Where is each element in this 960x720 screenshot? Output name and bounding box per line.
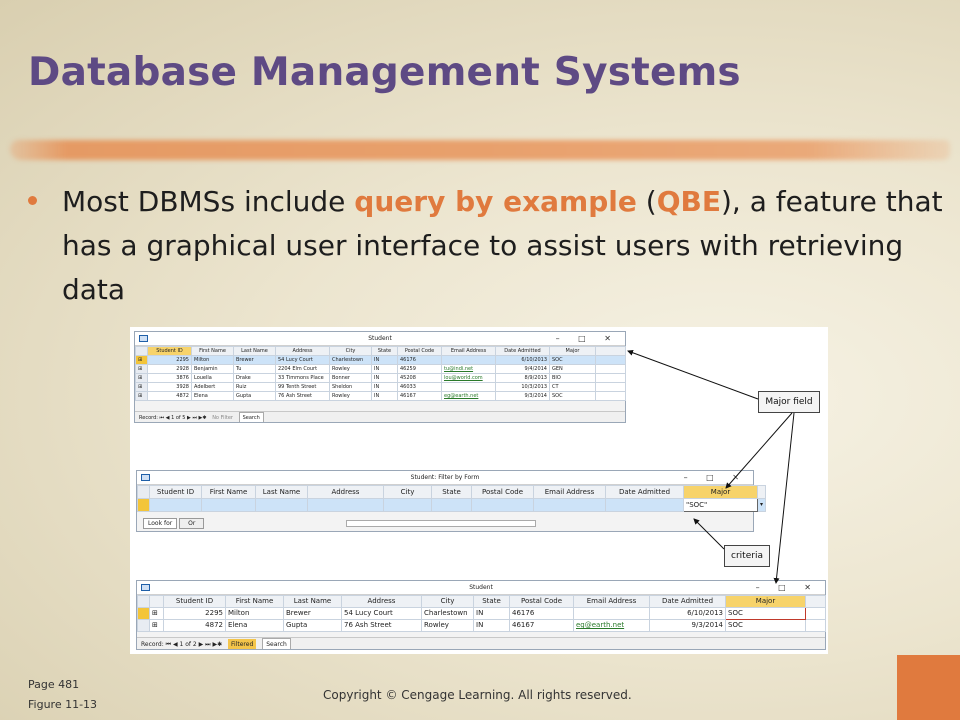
record-selector[interactable] <box>137 498 150 512</box>
cell[interactable]: 4872 <box>163 619 226 632</box>
column-header[interactable]: Last Name <box>283 595 342 608</box>
search-input[interactable]: Search <box>262 638 291 649</box>
window-title-bar: Student – □ ✕ <box>137 581 825 595</box>
table-icon <box>141 584 150 591</box>
copyright-notice: Copyright © Cengage Learning. All rights… <box>323 688 632 702</box>
criteria-cell[interactable] <box>471 498 534 512</box>
filtered-toggle-button[interactable]: Filtered <box>228 639 257 649</box>
column-header-major[interactable]: Major <box>725 595 806 608</box>
bullet-text: Most DBMSs include query by example (QBE… <box>62 180 952 312</box>
window-title-bar: Student: Filter by Form – □ ✕ <box>137 471 753 485</box>
corner-accent-block <box>897 655 960 720</box>
table-row[interactable]: ⊞ 4872 Elena Gupta 76 Ash Street Rowley … <box>135 391 626 401</box>
figure-reference: Figure 11-13 <box>28 698 98 711</box>
record-navigator[interactable]: Record: ⏮ ◀ 1 of 2 ▶ ⏭ ▶✱ <box>141 641 223 648</box>
highlight-qbe: QBE <box>656 185 721 218</box>
scrollbar-cell[interactable] <box>595 391 626 401</box>
criteria-cell[interactable] <box>255 498 308 512</box>
bullet-dot-icon <box>28 196 37 205</box>
header-row: Student ID First Name Last Name Address … <box>137 595 826 608</box>
column-header[interactable]: Last Name <box>255 485 308 499</box>
filter-by-form-window: Student: Filter by Form – □ ✕ Student ID… <box>136 470 766 532</box>
student-window-unfiltered: Student – □ ✕ Student ID First Name Last… <box>134 331 626 423</box>
window-controls-icon[interactable]: – □ ✕ <box>755 583 819 592</box>
window-title-bar: Student – □ ✕ <box>135 332 625 346</box>
criteria-cell[interactable] <box>149 498 202 512</box>
slide-title: Database Management Systems <box>28 50 741 95</box>
major-criteria-input[interactable]: "SOC" <box>683 498 758 512</box>
tab-or[interactable]: Or <box>179 518 205 529</box>
criteria-cell[interactable] <box>431 498 472 512</box>
tab-look-for[interactable]: Look for <box>143 518 178 529</box>
callout-arrows <box>627 349 795 584</box>
record-navigation-bar: Record: ⏮ ◀ 1 of 5 ▶ ⏭ ▶✱ No Filter Sear… <box>135 411 625 422</box>
column-header[interactable]: State <box>431 485 472 499</box>
filter-tabs: Look for Or <box>143 518 537 529</box>
header-row: Student ID First Name Last Name Address … <box>137 485 766 499</box>
column-header[interactable]: Address <box>307 485 384 499</box>
table-row[interactable]: ⊞ 4872 Elena Gupta 76 Ash Street Rowley … <box>137 619 826 632</box>
criteria-cell[interactable] <box>201 498 256 512</box>
window-title: Student <box>469 584 493 591</box>
qbe-figure: Student – □ ✕ Student ID First Name Last… <box>130 327 828 654</box>
column-header[interactable]: Email Address <box>533 485 606 499</box>
callout-major-field: Major field <box>758 391 820 413</box>
student-window-filtered: Student – □ ✕ Student ID First Name Last… <box>136 580 826 650</box>
horizontal-scrollbar[interactable] <box>346 520 537 527</box>
record-navigator[interactable]: Record: ⏮ ◀ 1 of 5 ▶ ⏭ ▶✱ <box>139 415 207 421</box>
bullet-text-part: ), a feature that has a graphical user i… <box>62 185 943 306</box>
table-row[interactable]: ⊞ 2295 Milton Brewer 54 Lucy Court Charl… <box>135 355 626 365</box>
scrollbar-cell[interactable] <box>805 619 826 632</box>
filter-grid: Student ID First Name Last Name Address … <box>137 485 766 512</box>
window-title: Student <box>368 335 392 342</box>
column-header[interactable]: Email Address <box>573 595 650 608</box>
table-row[interactable]: ⊞ 3876 Louella Drake 33 Timmons Place Bo… <box>135 373 626 383</box>
criteria-cell[interactable] <box>533 498 606 512</box>
window-controls-icon[interactable]: – □ ✕ <box>555 334 619 343</box>
bullet-text-part: ( <box>636 185 657 218</box>
column-header[interactable]: State <box>473 595 510 608</box>
dropdown-arrow-icon[interactable]: ▾ <box>757 498 766 512</box>
column-header-major[interactable]: Major <box>683 485 758 499</box>
cell[interactable]: IN <box>473 619 510 632</box>
column-header[interactable]: First Name <box>225 595 284 608</box>
column-header[interactable]: City <box>383 485 432 499</box>
column-header[interactable]: First Name <box>201 485 256 499</box>
header-row: Student ID First Name Last Name Address … <box>135 346 626 356</box>
title-underline-brush <box>10 140 950 160</box>
filtered-datasheet: Student ID First Name Last Name Address … <box>137 595 826 632</box>
record-navigation-bar: Record: ⏮ ◀ 1 of 2 ▶ ⏭ ▶✱ Filtered Searc… <box>137 637 825 649</box>
criteria-row[interactable]: "SOC" ▾ <box>137 498 766 512</box>
student-datasheet: Student ID First Name Last Name Address … <box>135 346 626 401</box>
column-header[interactable]: Date Admitted <box>649 595 726 608</box>
highlight-query-by-example: query by example <box>354 185 637 218</box>
callout-criteria: criteria <box>724 545 770 567</box>
table-row[interactable]: ⊞ 2928 Benjamin Tu 2204 Elm Court Rowley… <box>135 364 626 374</box>
record-selector[interactable] <box>137 619 150 632</box>
window-controls-icon[interactable]: – □ ✕ <box>683 473 747 482</box>
cell[interactable]: SOC <box>725 619 806 632</box>
table-icon <box>139 335 148 342</box>
table-icon <box>141 474 150 481</box>
window-title: Student: Filter by Form <box>410 474 480 481</box>
bullet-text-part: Most DBMSs include <box>62 185 355 218</box>
search-input[interactable]: Search <box>238 412 264 422</box>
filter-toggle-button[interactable]: No Filter <box>212 415 233 421</box>
page-reference: Page 481 <box>28 678 80 691</box>
